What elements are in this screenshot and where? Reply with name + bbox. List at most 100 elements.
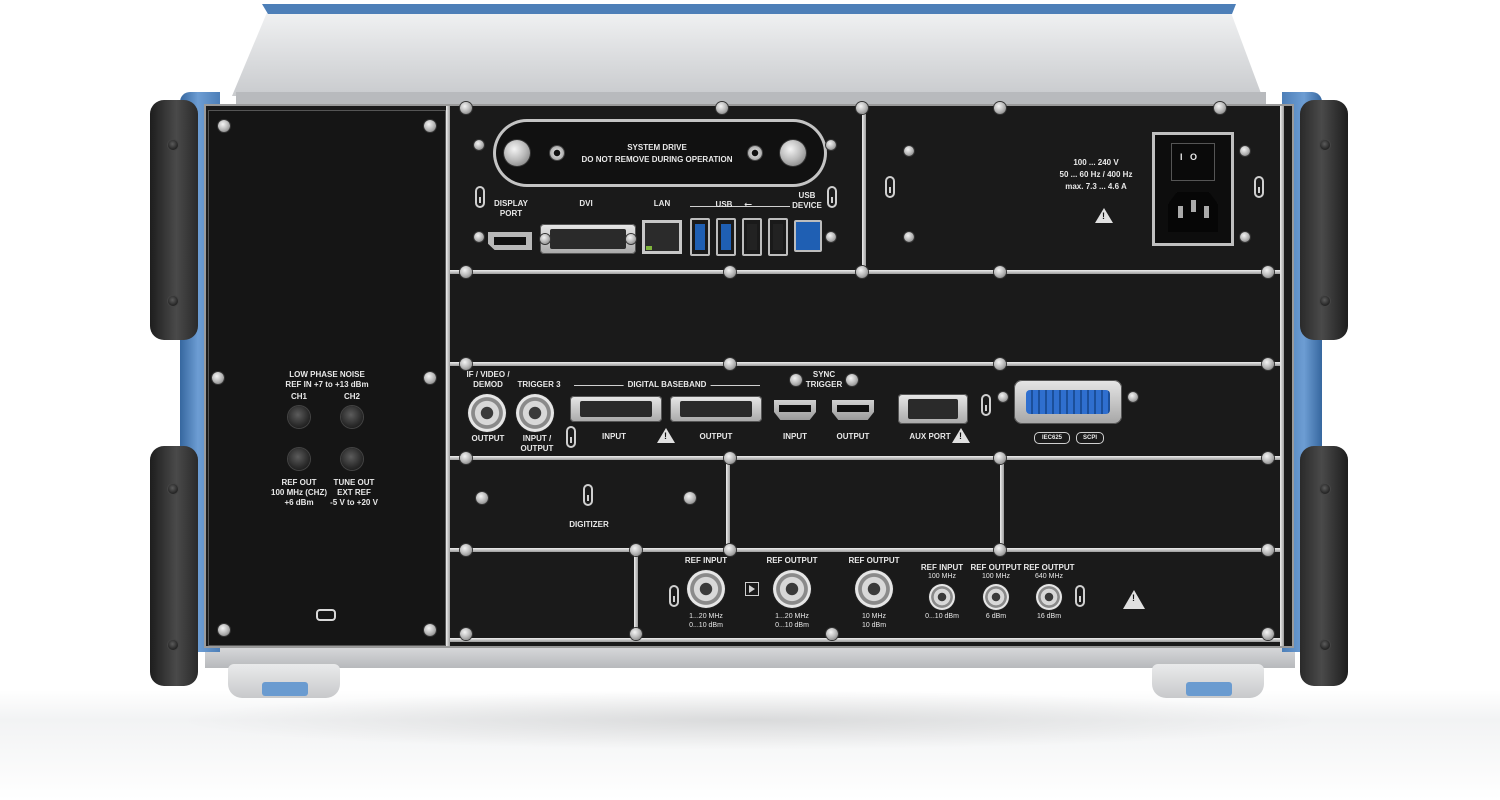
dvi-label: DVI: [579, 199, 593, 208]
power-pin: [1204, 206, 1209, 218]
display-port-opening: [494, 237, 526, 245]
sync-input-label: INPUT: [783, 432, 807, 441]
lan-label: LAN: [653, 199, 671, 208]
trigger3-io-label-2: OUTPUT: [520, 444, 554, 453]
screw: [1128, 392, 1138, 402]
usb-port: [716, 218, 736, 256]
ref-input-100-level: 0...10 dBm: [925, 613, 959, 620]
dbb-input-label: INPUT: [602, 432, 626, 441]
screw: [1262, 544, 1274, 556]
rail: [634, 550, 638, 640]
trigger3-io-label: INPUT /: [522, 434, 552, 443]
system-drive-thumbscrew[interactable]: [504, 140, 530, 166]
screw: [218, 624, 230, 636]
left-plate: [208, 110, 446, 646]
sync-trigger-label-2: TRIGGER: [805, 380, 843, 389]
screw: [460, 452, 472, 464]
screw: [212, 372, 224, 384]
sync-output-connector: [832, 400, 874, 420]
rail: [448, 548, 1284, 552]
gpib-connector-face: [1026, 390, 1110, 414]
screw: [826, 232, 836, 242]
ref-out-connector: [288, 448, 310, 470]
handle-hole: [1320, 640, 1330, 650]
screw: [826, 140, 836, 150]
low-phase-noise-title: LOW PHASE NOISE: [289, 370, 365, 379]
screw: [474, 232, 484, 242]
sync-trigger-label: SYNC: [812, 370, 836, 379]
ref-output-2-level: 10 dBm: [861, 622, 887, 629]
foot-left-blue: [262, 682, 308, 696]
power-voltage: 100 ... 240 V: [1073, 158, 1119, 167]
ref-out-label: REF OUT: [281, 478, 317, 487]
power-pin: [1178, 206, 1183, 218]
screw: [1262, 266, 1274, 278]
handle-hole: [1320, 484, 1330, 494]
handle-hole: [168, 484, 178, 494]
screw: [630, 628, 642, 640]
power-pin: [1191, 200, 1196, 212]
ref-output-100-title: REF OUTPUT: [970, 563, 1022, 572]
system-drive-thumbscrew[interactable]: [780, 140, 806, 166]
ref-output-1-level: 0...10 dBm: [775, 622, 809, 629]
aux-port-connector: [898, 394, 968, 424]
screw: [1240, 146, 1250, 156]
ref-output-640-connector: [1036, 584, 1062, 610]
tune-out-ext-ref: EXT REF: [337, 488, 371, 497]
rail: [448, 362, 1284, 366]
screw: [1262, 628, 1274, 640]
ref-output-100-connector: [983, 584, 1009, 610]
ref-input-1-range: 1...20 MHz: [689, 613, 723, 620]
ref-input-100-freq: 100 MHz: [927, 573, 957, 580]
screw: [826, 628, 838, 640]
ch2-connector: [341, 406, 363, 428]
ref-output-100-freq: 100 MHz: [981, 573, 1011, 580]
system-drive-hole: [550, 146, 564, 160]
handle-hole: [1320, 296, 1330, 306]
power-inlet-socket: [1168, 192, 1218, 232]
ref-output-2-title: REF OUTPUT: [848, 556, 900, 565]
screw: [460, 102, 472, 114]
power-switch[interactable]: [1172, 144, 1214, 180]
ch1-connector: [288, 406, 310, 428]
digitizer-label: DIGITIZER: [569, 520, 609, 529]
rail: [1280, 106, 1284, 646]
usb-icon: ⭠: [744, 199, 752, 210]
system-drive-hole: [748, 146, 762, 160]
ref-in-line: REF IN +7 to +13 dBm: [285, 380, 369, 389]
system-drive-warning: DO NOT REMOVE DURING OPERATION: [581, 155, 733, 164]
usb-port: [690, 218, 710, 256]
warning-icon: [1123, 590, 1145, 609]
if-video-demod-label-2: DEMOD: [473, 380, 503, 389]
screw: [994, 358, 1006, 370]
handle-hole: [168, 640, 178, 650]
screw: [1214, 102, 1226, 114]
amplifier-icon: [745, 582, 759, 596]
screw: [1262, 452, 1274, 464]
screw: [424, 120, 436, 132]
chassis-base: [205, 646, 1295, 668]
latch-icon: [885, 176, 895, 198]
screw: [998, 392, 1008, 402]
usb-device-label: USB: [798, 191, 816, 200]
ref-out-level: +6 dBm: [284, 498, 314, 507]
top-cover: [0, 0, 1500, 110]
screw: [846, 374, 858, 386]
dbb-output-connector: [670, 396, 762, 422]
usb-bracket: [690, 206, 790, 207]
right-handle-lower: [1300, 446, 1348, 686]
screw: [460, 266, 472, 278]
screw: [716, 102, 728, 114]
screw: [994, 266, 1006, 278]
screw: [630, 544, 642, 556]
screw: [474, 140, 484, 150]
display-port-label-2: PORT: [499, 209, 523, 218]
screw: [724, 452, 736, 464]
warning-icon: [657, 428, 675, 443]
rail: [448, 638, 1284, 642]
sync-output-label: OUTPUT: [836, 432, 870, 441]
sync-input-connector: [774, 400, 816, 420]
ref-out-freq: 100 MHz (CHZ): [270, 488, 328, 497]
latch-icon: [827, 186, 837, 208]
screw: [424, 372, 436, 384]
